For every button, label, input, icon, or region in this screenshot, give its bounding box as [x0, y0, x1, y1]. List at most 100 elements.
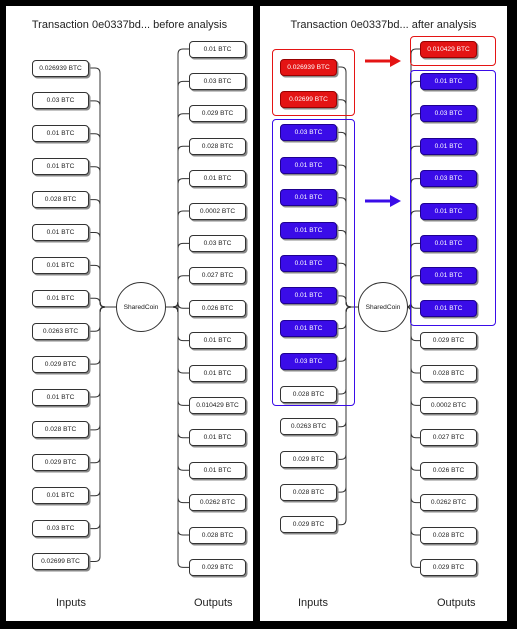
connector-line: [89, 306, 116, 431]
input-box: 0.0263 BTC: [280, 418, 337, 436]
connector-line: [89, 306, 116, 497]
input-box: 0.01 BTC: [280, 156, 337, 174]
output-box: 0.026 BTC: [420, 461, 477, 479]
input-box: 0.03 BTC: [32, 520, 89, 538]
output-box: 0.026 BTC: [189, 299, 246, 317]
output-box: 0.0262 BTC: [420, 494, 477, 512]
output-box: 0.029 BTC: [189, 105, 246, 123]
panel-title: Transaction 0e0337bd... after analysis: [290, 19, 477, 31]
output-box: 0.028 BTC: [189, 526, 246, 544]
input-box: 0.026939 BTC: [32, 59, 89, 77]
output-box: 0.01 BTC: [420, 72, 477, 90]
output-box: 0.01 BTC: [189, 364, 246, 382]
input-box: 0.02699 BTC: [280, 91, 337, 109]
output-box: 0.01 BTC: [189, 332, 246, 350]
output-box: 0.010429 BTC: [420, 40, 477, 58]
panel-title: Transaction 0e0337bd... before analysis: [31, 19, 228, 31]
connector-line: [89, 306, 116, 398]
connector-line: [405, 306, 420, 536]
input-box: 0.01 BTC: [32, 224, 89, 241]
before-analysis-panel: Transaction 0e0337bd... before analysis …: [6, 6, 253, 621]
input-box: 0.029 BTC: [280, 516, 337, 534]
connection-lines: [89, 48, 189, 568]
output-box: 0.01 BTC: [420, 234, 477, 252]
output-box: 0.01 BTC: [420, 267, 477, 285]
input-box: 0.026939 BTC: [280, 58, 337, 76]
input-box: 0.03 BTC: [32, 92, 89, 110]
input-box: 0.01 BTC: [280, 254, 337, 272]
connector-line: [405, 275, 420, 308]
input-box: 0.01 BTC: [32, 256, 89, 274]
input-box: 0.01 BTC: [32, 388, 89, 406]
output-box: 0.03 BTC: [420, 170, 477, 188]
connector-line: [337, 295, 358, 308]
connector-line: [89, 166, 116, 308]
input-box: 0.02699 BTC: [32, 553, 89, 570]
red-arrow-icon: [365, 55, 401, 67]
output-box: 0.028 BTC: [189, 137, 246, 155]
blue-arrow-icon: [365, 195, 401, 207]
sharedcoin-hub: SharedCoin: [358, 282, 408, 332]
output-box: 0.029 BTC: [189, 558, 246, 576]
output-box: 0.01 BTC: [189, 429, 246, 447]
input-box: 0.01 BTC: [32, 289, 89, 307]
input-box: 0.01 BTC: [32, 125, 89, 143]
output-box: 0.01 BTC: [420, 202, 477, 220]
output-box: 0.0002 BTC: [420, 396, 477, 414]
output-box: 0.0262 BTC: [189, 494, 246, 512]
input-box: 0.01 BTC: [280, 222, 337, 239]
connector-line: [89, 306, 116, 365]
input-box: 0.01 BTC: [280, 287, 337, 305]
connector-line: [337, 306, 358, 526]
after-analysis-panel: Transaction 0e0337bd... after analysis 0…: [260, 6, 507, 621]
connector-line: [166, 306, 189, 568]
output-box: 0.027 BTC: [420, 429, 477, 447]
input-box: 0.01 BTC: [32, 487, 89, 505]
connector-line: [89, 67, 116, 308]
connector-line: [166, 275, 189, 308]
connector-line: [89, 264, 116, 308]
output-box: 0.03 BTC: [189, 72, 246, 90]
output-box: 0.028 BTC: [420, 526, 477, 544]
input-box: 0.029 BTC: [32, 355, 89, 373]
output-box: 0.01 BTC: [189, 461, 246, 479]
input-box: 0.028 BTC: [32, 191, 89, 209]
input-box: 0.03 BTC: [280, 352, 337, 370]
connector-line: [89, 306, 116, 562]
sharedcoin-hub: SharedCoin: [116, 282, 166, 332]
input-box: 0.03 BTC: [280, 123, 337, 141]
output-box: 0.03 BTC: [420, 105, 477, 123]
output-box: 0.029 BTC: [420, 558, 477, 576]
blue-output-group-outline: [410, 70, 496, 326]
output-box: 0.01 BTC: [189, 170, 246, 188]
connector-line: [89, 133, 116, 308]
input-box: 0.028 BTC: [280, 385, 337, 403]
connector-line: [89, 199, 116, 308]
connector-line: [89, 100, 116, 308]
input-box: 0.029 BTC: [280, 450, 337, 468]
output-box: 0.029 BTC: [420, 332, 477, 350]
input-box: 0.0263 BTC: [32, 322, 89, 340]
output-box: 0.010429 BTC: [189, 396, 246, 414]
inputs-label: Inputs: [298, 597, 328, 609]
connector-line: [89, 297, 116, 308]
outputs-label: Outputs: [437, 597, 476, 609]
input-box: 0.01 BTC: [280, 320, 337, 338]
output-box: 0.0002 BTC: [189, 202, 246, 220]
connector-line: [89, 232, 116, 308]
red-output-group-outline: [410, 36, 496, 66]
connector-line: [89, 306, 116, 332]
output-box: 0.01 BTC: [189, 40, 246, 58]
inputs-label: Inputs: [56, 597, 86, 609]
input-box: 0.028 BTC: [280, 483, 337, 501]
outputs-label: Outputs: [194, 597, 233, 609]
blue-input-group-outline: [272, 119, 355, 406]
input-box: 0.029 BTC: [32, 454, 89, 472]
input-box: 0.028 BTC: [32, 421, 89, 439]
connector-line: [89, 306, 116, 464]
output-box: 0.027 BTC: [189, 267, 246, 285]
connection-lines: [337, 48, 420, 568]
red-input-group-outline: [272, 49, 355, 116]
connector-line: [405, 306, 420, 568]
output-box: 0.01 BTC: [420, 299, 477, 317]
